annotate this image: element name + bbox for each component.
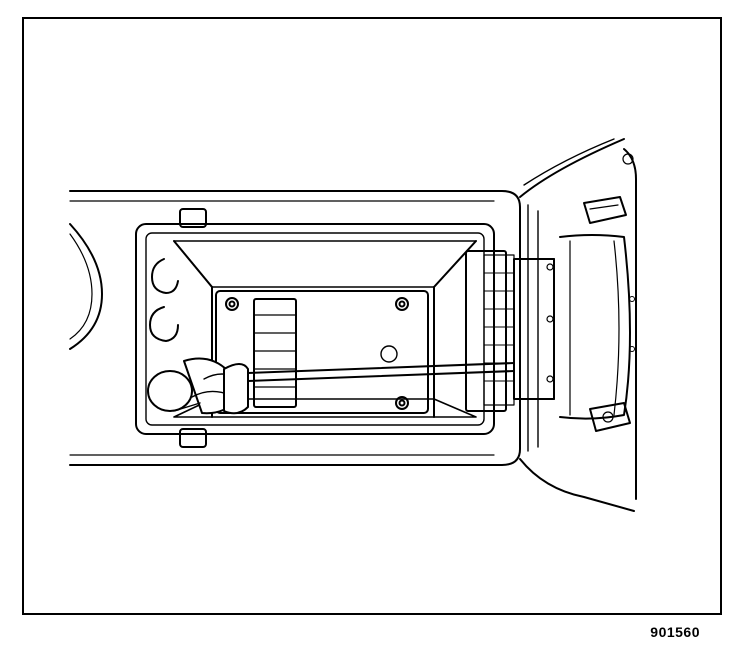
retaining-bracket bbox=[465, 250, 555, 412]
illustration-frame bbox=[22, 17, 722, 615]
figure-id-label: 901560 bbox=[650, 624, 700, 640]
cup-holder-recess bbox=[69, 223, 103, 350]
mounting-bosses bbox=[149, 258, 179, 342]
console-side-panel bbox=[519, 138, 637, 512]
console-housing bbox=[69, 190, 521, 466]
storage-tray bbox=[135, 208, 495, 448]
removal-tool bbox=[147, 357, 515, 415]
wiring-connector bbox=[253, 298, 297, 408]
technical-illustration bbox=[69, 138, 637, 512]
dashboard-outline bbox=[523, 138, 615, 186]
